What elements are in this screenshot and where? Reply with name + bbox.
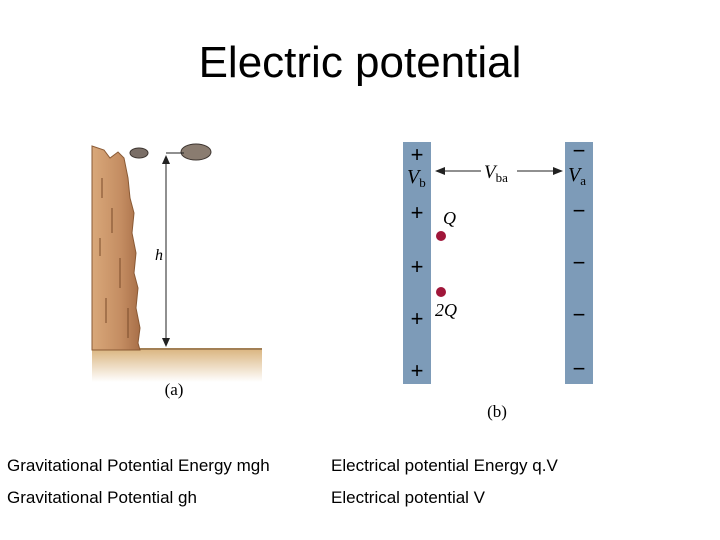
plus-sign: + (411, 254, 424, 279)
plates-figure: + + + + + − − − − − Vb Va Vba Q 2Q (b) (403, 138, 593, 421)
plus-sign: + (411, 358, 424, 383)
grav-energy-text: Gravitational Potential Energy mgh (7, 456, 270, 475)
grav-potential-text: Gravitational Potential gh (7, 488, 197, 507)
figure-a-caption: (a) (165, 380, 184, 399)
cliff-figure: h (a) (91, 143, 262, 399)
negative-plate (565, 142, 593, 384)
minus-sign: − (573, 356, 586, 381)
charge-2q (436, 287, 446, 297)
slide-title: Electric potential (198, 38, 522, 87)
minus-sign: − (573, 302, 586, 327)
plus-sign: + (411, 200, 424, 225)
minus-sign: − (573, 250, 586, 275)
vba-label: Vba (484, 162, 508, 185)
positive-plate (403, 142, 431, 384)
height-label: h (155, 247, 163, 264)
falling-rock (180, 143, 212, 161)
cliff (91, 145, 141, 351)
charge-q-label: Q (443, 208, 456, 228)
plus-sign: + (411, 142, 424, 167)
elec-energy-text: Electrical potential Energy q.V (331, 456, 558, 475)
charge-q (436, 231, 446, 241)
ground (92, 348, 262, 382)
plus-sign: + (411, 306, 424, 331)
va-label: Va (568, 164, 586, 188)
minus-sign: − (573, 198, 586, 223)
small-rock (129, 147, 149, 159)
minus-sign: − (573, 138, 586, 163)
vb-label: Vb (407, 166, 426, 190)
figure-b-caption: (b) (487, 402, 507, 421)
elec-potential-text: Electrical potential V (331, 488, 486, 507)
charge-2q-label: 2Q (435, 300, 457, 320)
